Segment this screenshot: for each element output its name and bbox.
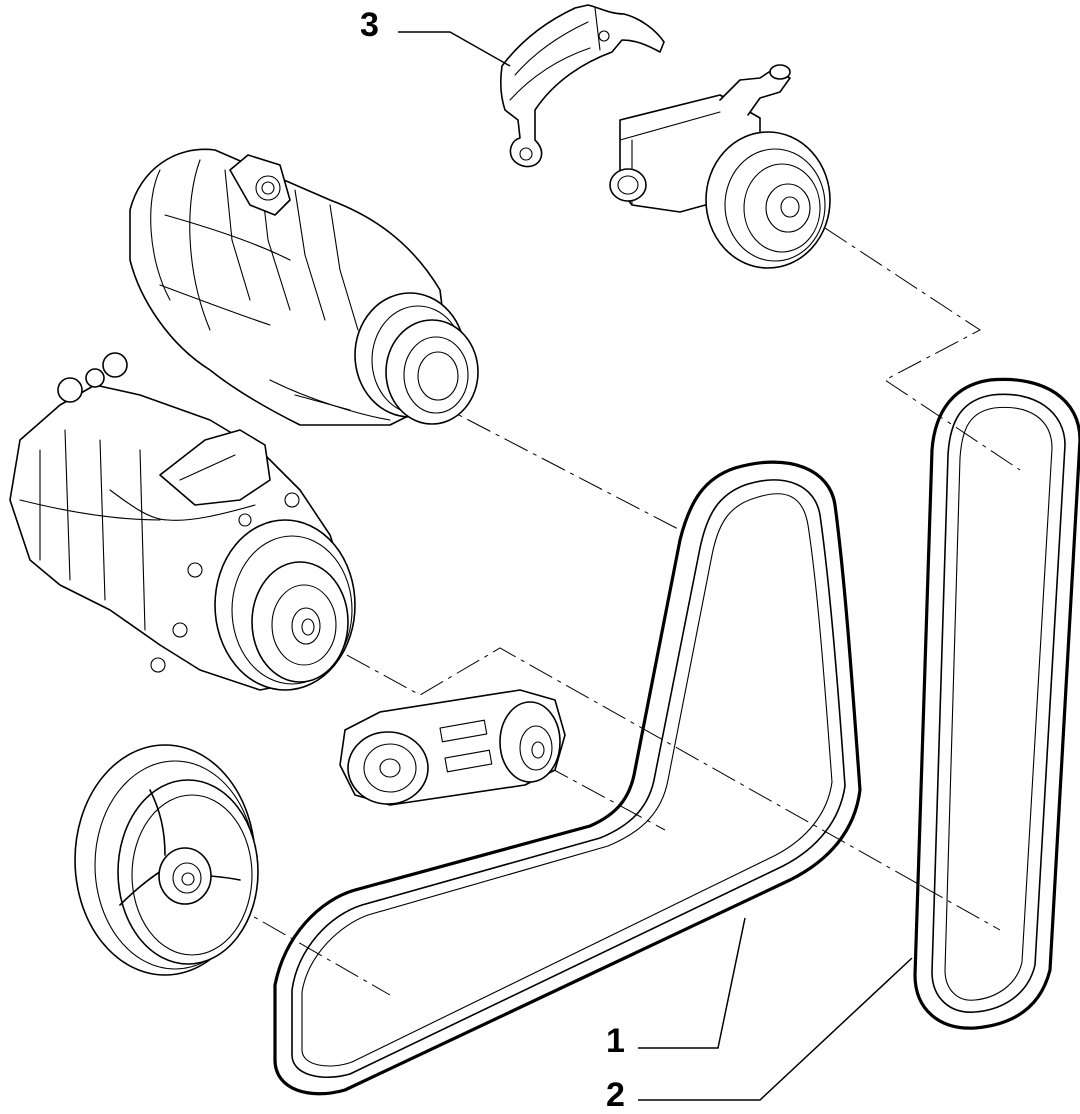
short-belt — [913, 377, 1080, 1030]
serpentine-belt — [273, 460, 862, 1096]
callout-1-label: 1 — [606, 1022, 625, 1060]
power-steering-pump-icon — [609, 64, 831, 269]
crankshaft-pulley-icon — [74, 744, 259, 976]
axis-lines — [189, 204, 1021, 996]
ac-compressor-icon — [9, 352, 356, 691]
leader-lines — [398, 31, 913, 1101]
callout-3-label: 3 — [360, 6, 379, 44]
alternator-icon — [129, 148, 479, 426]
belt-guard-icon — [499, 4, 665, 168]
tensioner-icon — [339, 689, 566, 806]
callout-2-label: 2 — [606, 1076, 625, 1114]
